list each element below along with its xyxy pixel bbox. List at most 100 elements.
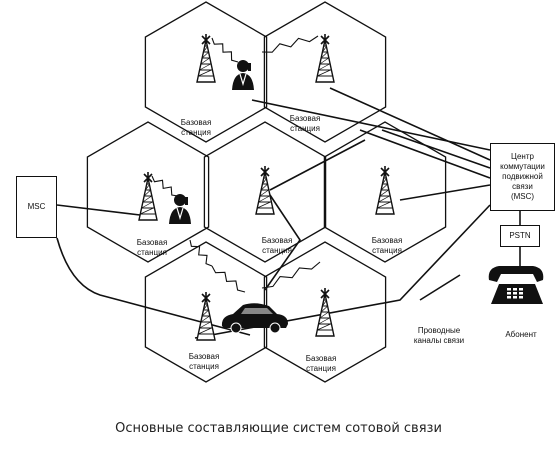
phone-key: [519, 292, 523, 295]
radio-link: [189, 239, 213, 267]
cell-hexagon: [323, 121, 447, 263]
tower-brace: [199, 63, 211, 71]
radio-link: [151, 175, 179, 197]
antenna-mark: [143, 172, 153, 183]
tower-frame: [315, 39, 335, 83]
tower-frame: [315, 293, 335, 337]
user-body: [169, 207, 191, 224]
tower-brace: [143, 189, 151, 197]
base-station-label: Базовая станция: [305, 354, 337, 373]
cell-hexagon: [86, 121, 210, 263]
antenna-mark: [201, 292, 211, 303]
antenna-mark: [201, 34, 211, 45]
towers: [138, 34, 395, 341]
tower-brace: [201, 309, 209, 317]
user-shirt: [239, 73, 247, 87]
user-phone: [185, 197, 188, 205]
tower-brace: [320, 51, 328, 59]
pstn-box: PSTN: [500, 225, 540, 247]
base-station-label: Базовая станция: [136, 238, 168, 257]
user-head: [237, 60, 249, 72]
cell-tower-icon: [196, 34, 216, 83]
antenna-mark: [260, 166, 270, 177]
phone-key: [519, 288, 523, 291]
cell-grid: [86, 1, 447, 383]
tower-brace: [262, 177, 268, 185]
tower-brace: [317, 69, 331, 77]
tower-brace: [377, 201, 391, 209]
user-body: [232, 73, 254, 90]
phone-key: [507, 292, 511, 295]
wired-link: [56, 204, 141, 216]
phone-key: [507, 296, 511, 299]
tower-brace: [201, 51, 209, 59]
tower-brace: [320, 305, 328, 313]
tower-brace: [259, 189, 269, 197]
radio-link: [261, 35, 319, 53]
base-station-label: Базовая станция: [261, 236, 293, 255]
tower-brace: [198, 327, 212, 335]
tower-brace: [258, 195, 270, 203]
devices: [169, 60, 544, 334]
base-station-label: Базовая станция: [188, 352, 220, 371]
tower-brace: [145, 183, 151, 191]
radio-link: [211, 37, 239, 63]
tower-brace: [318, 317, 330, 325]
tower-frame: [255, 171, 275, 215]
wired-link: [399, 184, 491, 201]
wired-link: [264, 194, 301, 291]
user-phone: [248, 63, 251, 71]
phone-key: [513, 296, 517, 299]
wired-link: [56, 237, 251, 336]
user-shirt: [176, 207, 184, 221]
cell-hexagon: [144, 1, 268, 143]
mobile-user-icon: [169, 194, 191, 224]
car-body: [221, 303, 288, 328]
radio-link: [211, 265, 246, 293]
base-station-label: Базовая станция: [371, 236, 403, 255]
antenna-mark: [380, 166, 390, 177]
tower-brace: [380, 183, 388, 191]
telephone-icon: [488, 266, 544, 304]
tower-brace: [141, 201, 153, 209]
cell-tower-icon: [315, 34, 335, 83]
tower-frame: [138, 177, 158, 221]
tower-brace: [200, 57, 210, 65]
phone-key: [507, 288, 511, 291]
radio-link: [261, 261, 321, 289]
tower-brace: [203, 45, 209, 53]
tower-brace: [200, 315, 210, 323]
cell-tower-icon: [196, 292, 216, 341]
wired-channels-label: Проводные каналы связи: [413, 326, 465, 345]
tower-brace: [317, 323, 331, 331]
base-station-label: Базовая станция: [180, 118, 212, 137]
tower-brace: [260, 183, 268, 191]
diagram-caption: Основные составляющие систем сотовой свя…: [115, 421, 442, 436]
tower-frame: [196, 297, 216, 341]
tower-brace: [257, 201, 271, 209]
tower-brace: [322, 45, 328, 53]
tower-brace: [319, 311, 329, 319]
phone-key: [519, 296, 523, 299]
radio-links: [151, 35, 321, 293]
tower-brace: [319, 57, 329, 65]
tower-brace: [318, 63, 330, 71]
cell-hexagon: [144, 241, 268, 383]
cell-hexagon: [263, 241, 387, 383]
base-station-label: Базовая станция: [289, 114, 321, 133]
antenna-mark: [320, 288, 330, 299]
tower-brace: [142, 195, 152, 203]
user-head: [174, 194, 186, 206]
wired-links: [56, 87, 521, 339]
msc-left-box: MSC: [16, 176, 57, 238]
tower-brace: [382, 177, 388, 185]
cell-hexagon: [263, 1, 387, 143]
mobile-user-icon: [232, 60, 254, 90]
wired-link: [381, 129, 491, 169]
car-window: [241, 308, 273, 314]
car-wheel: [269, 322, 281, 334]
tower-frame: [375, 171, 395, 215]
car-wheel: [230, 322, 242, 334]
wired-link: [269, 139, 366, 191]
cell-tower-icon: [255, 166, 275, 215]
